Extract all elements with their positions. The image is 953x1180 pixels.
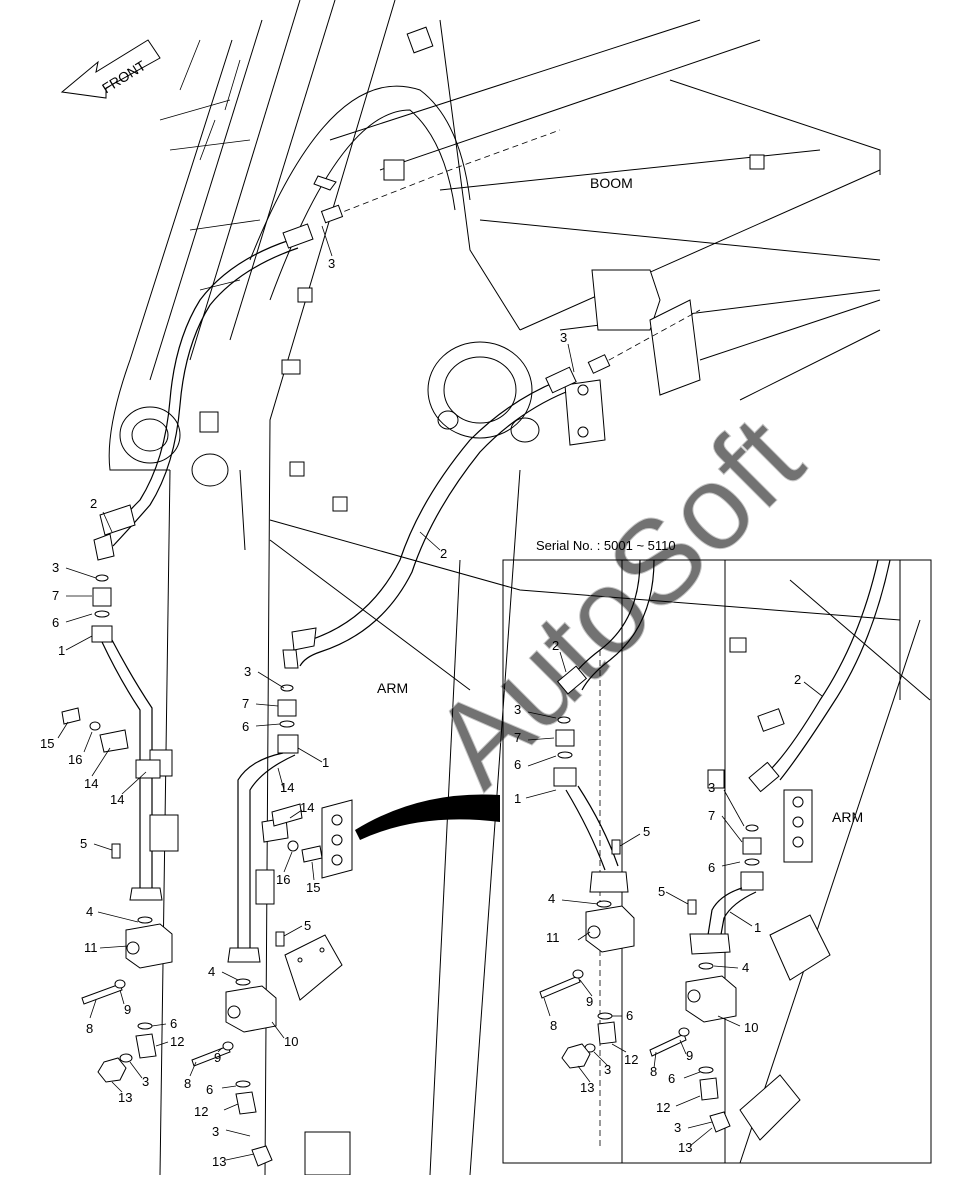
serial-detail-inset: Serial No. : 5001 ~ 5110 (502, 538, 932, 1164)
inset-callout-8: 8 (550, 1018, 557, 1033)
callout-2: 2 (90, 496, 97, 511)
upper-hose-routing (104, 129, 701, 669)
callout-13: 13 (118, 1090, 132, 1105)
inset-callout-1: 1 (754, 920, 761, 935)
callout-14: 14 (300, 800, 314, 815)
leader-lines (57, 225, 823, 1161)
inset-callout-3: 3 (674, 1120, 681, 1135)
inset-callout-13: 13 (678, 1140, 692, 1155)
callout-15: 15 (40, 736, 54, 751)
callout-numbers: 2 3 7 6 1 15 16 14 14 5 4 11 8 9 6 12 3 … (40, 256, 801, 1169)
callout-5: 5 (80, 836, 87, 851)
inset-callout-6: 6 (626, 1008, 633, 1023)
callout-8: 8 (184, 1076, 191, 1091)
inset-callout-4: 4 (742, 960, 749, 975)
inset-callout-6: 6 (514, 757, 521, 772)
inset-callout-8: 8 (650, 1064, 657, 1079)
inset-callout-5: 5 (643, 824, 650, 839)
inset-callout-6: 6 (668, 1071, 675, 1086)
boom-label: BOOM (590, 175, 633, 191)
arm-label-main: ARM (377, 680, 408, 696)
callout-7: 7 (52, 588, 59, 603)
inset-callout-7: 7 (708, 808, 715, 823)
callout-6: 6 (206, 1082, 213, 1097)
callout-16: 16 (276, 872, 290, 887)
inset-callout-12: 12 (656, 1100, 670, 1115)
center-pipe-assembly (191, 684, 353, 1176)
inset-callout-6: 6 (708, 860, 715, 875)
callout-9: 9 (124, 1002, 131, 1017)
callout-3: 3 (52, 560, 59, 575)
inset-callout-7: 7 (514, 730, 521, 745)
callout-1: 1 (58, 643, 65, 658)
callout-14: 14 (110, 792, 124, 807)
callout-3: 3 (142, 1074, 149, 1089)
callout-16: 16 (68, 752, 82, 767)
inset-callout-2: 2 (552, 638, 559, 653)
callout-7: 7 (242, 696, 249, 711)
callout-12: 12 (170, 1034, 184, 1049)
inset-callout-5: 5 (658, 884, 665, 899)
inset-callout-3: 3 (514, 702, 521, 717)
callout-3: 3 (560, 330, 567, 345)
inset-frame (502, 559, 932, 1164)
inset-callout-4: 4 (548, 891, 555, 906)
callout-1: 1 (322, 755, 329, 770)
callout-9: 9 (214, 1050, 221, 1065)
callout-10: 10 (284, 1034, 298, 1049)
inset-callout-3: 3 (708, 780, 715, 795)
callout-5: 5 (304, 918, 311, 933)
callout-4: 4 (208, 964, 215, 979)
inset-serial-label: Serial No. : 5001 ~ 5110 (536, 538, 676, 553)
callout-14: 14 (280, 780, 294, 795)
callout-2: 2 (440, 546, 447, 561)
inset-callout-3: 3 (604, 1062, 611, 1077)
left-pipe-assembly (61, 504, 179, 1083)
inset-callout-13: 13 (580, 1080, 594, 1095)
callout-3: 3 (212, 1124, 219, 1139)
inset-callout-12: 12 (624, 1052, 638, 1067)
callout-3: 3 (328, 256, 335, 271)
callout-6: 6 (242, 719, 249, 734)
front-direction-arrow: FRONT (60, 39, 161, 99)
callout-12: 12 (194, 1104, 208, 1119)
arm-label-inset: ARM (832, 809, 863, 825)
callout-6: 6 (52, 615, 59, 630)
inset-callout-2: 2 (794, 672, 801, 687)
inset-callout-9: 9 (686, 1048, 693, 1063)
callout-6: 6 (170, 1016, 177, 1031)
watermark: AutoSoft (407, 391, 827, 811)
callout-11: 11 (84, 940, 98, 955)
callout-14: 14 (84, 776, 98, 791)
callout-8: 8 (86, 1021, 93, 1036)
inset-callout-11: 11 (546, 930, 560, 945)
inset-callout-1: 1 (514, 791, 521, 806)
callout-13: 13 (212, 1154, 226, 1169)
callout-4: 4 (86, 904, 93, 919)
detail-pointer-arrow (355, 794, 500, 840)
callout-3: 3 (244, 664, 251, 679)
callout-15: 15 (306, 880, 320, 895)
inset-callout-9: 9 (586, 994, 593, 1009)
inset-callout-10: 10 (744, 1020, 758, 1035)
